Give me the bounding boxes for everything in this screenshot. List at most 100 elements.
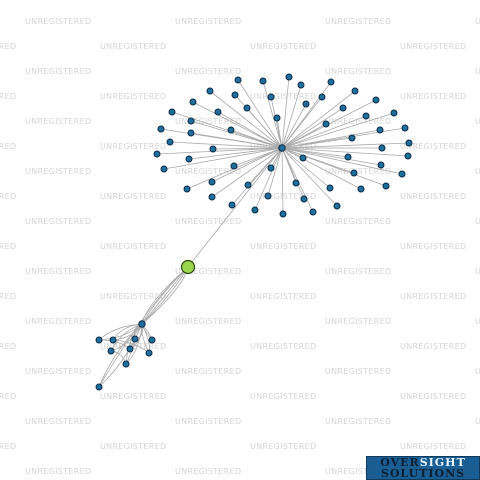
watermark-text: UNREGISTERED bbox=[175, 167, 241, 176]
entity-node[interactable] bbox=[228, 201, 236, 209]
watermark-text: UNREGISTERED bbox=[475, 267, 480, 276]
watermark-text: UNREGISTERED bbox=[25, 367, 91, 376]
watermark-text: UNREGISTERED bbox=[175, 417, 241, 426]
hub-node[interactable] bbox=[278, 144, 286, 152]
entity-node[interactable] bbox=[279, 210, 287, 218]
entity-node[interactable] bbox=[206, 87, 214, 95]
entity-node[interactable] bbox=[285, 73, 293, 81]
entity-node[interactable] bbox=[405, 139, 413, 147]
edge bbox=[163, 147, 283, 170]
entity-node[interactable] bbox=[243, 104, 251, 112]
edge bbox=[281, 147, 331, 189]
entity-node[interactable] bbox=[145, 349, 153, 357]
entity-node[interactable] bbox=[251, 206, 259, 214]
watermark-text: UNREGISTERED bbox=[475, 67, 480, 76]
edge bbox=[281, 147, 403, 175]
edge bbox=[281, 137, 353, 149]
entity-node[interactable] bbox=[333, 202, 341, 210]
entity-node[interactable] bbox=[109, 336, 117, 344]
watermark-text: UNREGISTERED bbox=[100, 42, 166, 51]
entity-node[interactable] bbox=[227, 126, 235, 134]
entity-node[interactable] bbox=[348, 134, 356, 142]
entity-node[interactable] bbox=[95, 383, 103, 391]
entity-node[interactable] bbox=[126, 345, 134, 353]
edge bbox=[281, 107, 344, 149]
entity-node[interactable] bbox=[187, 117, 195, 125]
entity-node[interactable] bbox=[309, 208, 317, 216]
entity-node[interactable] bbox=[189, 98, 197, 106]
hub-node[interactable] bbox=[138, 320, 146, 328]
edge bbox=[267, 147, 283, 197]
entity-node[interactable] bbox=[292, 179, 300, 187]
entity-node[interactable] bbox=[378, 144, 386, 152]
entity-node[interactable] bbox=[302, 100, 310, 108]
entity-node[interactable] bbox=[107, 347, 115, 355]
watermark-text: UNREGISTERED bbox=[325, 17, 391, 26]
entity-node[interactable] bbox=[372, 96, 380, 104]
entity-node[interactable] bbox=[231, 91, 239, 99]
focus-entity-node[interactable] bbox=[180, 259, 196, 275]
entity-node[interactable] bbox=[327, 78, 335, 86]
entity-node[interactable] bbox=[267, 164, 275, 172]
edge bbox=[187, 147, 283, 268]
entity-node[interactable] bbox=[398, 170, 406, 178]
entity-node[interactable] bbox=[244, 181, 252, 189]
entity-node[interactable] bbox=[166, 138, 174, 146]
entity-node[interactable] bbox=[344, 153, 352, 161]
entity-node[interactable] bbox=[209, 145, 217, 153]
watermark-text: UNREGISTERED bbox=[25, 467, 91, 476]
entity-node[interactable] bbox=[318, 93, 326, 101]
edge bbox=[281, 147, 305, 200]
entity-node[interactable] bbox=[357, 185, 365, 193]
entity-node[interactable] bbox=[148, 336, 156, 344]
watermark-text: UNREGISTERED bbox=[475, 317, 480, 326]
entity-node[interactable] bbox=[376, 126, 384, 134]
entity-node[interactable] bbox=[160, 165, 168, 173]
entity-node[interactable] bbox=[187, 129, 195, 137]
entity-node[interactable] bbox=[390, 109, 398, 117]
entity-node[interactable] bbox=[351, 87, 359, 95]
entity-node[interactable] bbox=[264, 192, 272, 200]
edge bbox=[281, 76, 290, 149]
edge bbox=[246, 107, 283, 149]
edge bbox=[217, 111, 283, 149]
entity-node[interactable] bbox=[404, 152, 412, 160]
entity-node[interactable] bbox=[267, 93, 275, 101]
entity-node[interactable] bbox=[122, 360, 130, 368]
entity-node[interactable] bbox=[157, 125, 165, 133]
logo-line-2: SOLUTIONS bbox=[380, 467, 466, 480]
watermark-text: UNREGISTERED bbox=[0, 92, 16, 101]
entity-node[interactable] bbox=[322, 120, 330, 128]
watermark-text: UNREGISTERED bbox=[475, 217, 480, 226]
edge bbox=[211, 147, 283, 198]
entity-node[interactable] bbox=[362, 112, 370, 120]
entity-node[interactable] bbox=[131, 335, 139, 343]
entity-node[interactable] bbox=[208, 193, 216, 201]
edge bbox=[281, 147, 409, 157]
entity-node[interactable] bbox=[259, 77, 267, 85]
watermark-text: UNREGISTERED bbox=[25, 417, 91, 426]
entity-node[interactable] bbox=[326, 184, 334, 192]
entity-node[interactable] bbox=[230, 162, 238, 170]
entity-node[interactable] bbox=[377, 161, 385, 169]
entity-node[interactable] bbox=[382, 182, 390, 190]
entity-node[interactable] bbox=[168, 108, 176, 116]
entity-node[interactable] bbox=[401, 124, 409, 132]
watermark-text: UNREGISTERED bbox=[100, 392, 166, 401]
entity-node[interactable] bbox=[234, 76, 242, 84]
edge bbox=[281, 147, 387, 187]
entity-node[interactable] bbox=[300, 195, 308, 203]
entity-node[interactable] bbox=[185, 155, 193, 163]
entity-node[interactable] bbox=[153, 150, 161, 158]
entity-node[interactable] bbox=[95, 336, 103, 344]
entity-node[interactable] bbox=[297, 81, 305, 89]
entity-node[interactable] bbox=[214, 108, 222, 116]
entity-node[interactable] bbox=[299, 154, 307, 162]
entity-node[interactable] bbox=[339, 104, 347, 112]
entity-node[interactable] bbox=[350, 169, 358, 177]
entity-node[interactable] bbox=[273, 114, 281, 122]
entity-node[interactable] bbox=[208, 178, 216, 186]
watermark-text: UNREGISTERED bbox=[175, 267, 241, 276]
entity-node[interactable] bbox=[183, 185, 191, 193]
watermark-text: UNREGISTERED bbox=[0, 342, 16, 351]
